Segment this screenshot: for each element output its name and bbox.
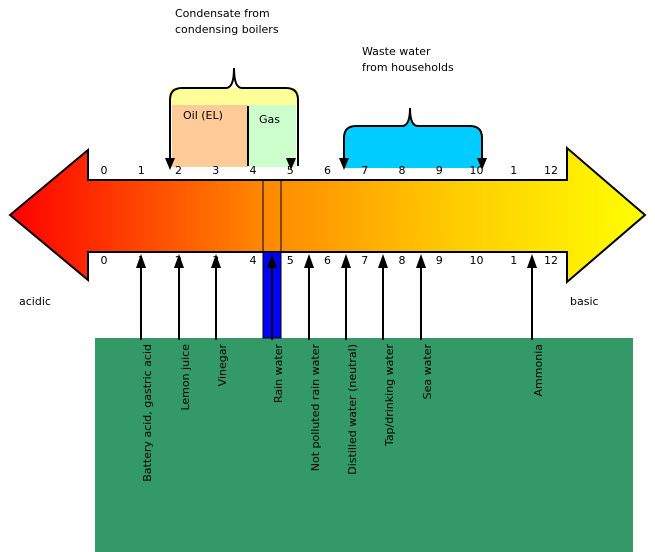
tick-top-4: 4 bbox=[250, 164, 257, 177]
substance-label: Tap/drinking water bbox=[383, 344, 396, 448]
tick-bottom-9: 9 bbox=[436, 254, 443, 267]
tick-top-5: 5 bbox=[287, 164, 294, 177]
substance-label: Sea water bbox=[421, 344, 434, 400]
substance-arrow-head bbox=[527, 254, 537, 268]
substance-label: Vinegar bbox=[216, 344, 229, 387]
tick-bottom-0: 0 bbox=[101, 254, 108, 267]
ph-arrow bbox=[8, 145, 647, 285]
substance-arrow-head bbox=[304, 254, 314, 268]
condensate-bracket bbox=[165, 67, 299, 170]
tick-top-8: 8 bbox=[399, 164, 406, 177]
condensate-label-line1: Condensate from bbox=[175, 7, 270, 20]
substance-marker: Ammonia bbox=[527, 254, 545, 396]
waste-water-bracket bbox=[339, 107, 487, 170]
substance-arrow-head bbox=[136, 254, 146, 268]
tick-bottom-10: 10 bbox=[470, 254, 484, 267]
substance-marker: Rain water bbox=[267, 254, 285, 403]
tick-top-2: 2 bbox=[175, 164, 182, 177]
substance-marker: Battery acid, gastric acid bbox=[136, 254, 154, 482]
tick-top-11: 1 bbox=[510, 164, 517, 177]
substance-marker: Vinegar bbox=[211, 254, 229, 386]
condensate-label-line2: condensing boilers bbox=[175, 23, 279, 36]
waste-water-label-line1: Waste water bbox=[362, 45, 431, 58]
tick-bottom-7: 7 bbox=[361, 254, 368, 267]
tick-bottom-12: 12 bbox=[544, 254, 558, 267]
acidic-label: acidic bbox=[19, 295, 51, 308]
substance-panel bbox=[95, 338, 633, 552]
basic-label: basic bbox=[570, 295, 599, 308]
substance-label: Not polluted rain water bbox=[309, 344, 322, 472]
substance-marker: Tap/drinking water bbox=[378, 254, 396, 447]
tick-top-6: 6 bbox=[324, 164, 331, 177]
tick-bottom-4: 4 bbox=[250, 254, 257, 267]
tick-top-10: 10 bbox=[470, 164, 484, 177]
tick-bottom-5: 5 bbox=[287, 254, 294, 267]
substance-label: Ammonia bbox=[532, 344, 545, 396]
substance-marker: Sea water bbox=[416, 254, 434, 399]
substance-arrow-head bbox=[267, 254, 277, 268]
tick-top-12: 12 bbox=[544, 164, 558, 177]
substance-label: Battery acid, gastric acid bbox=[141, 344, 154, 482]
waste-water-label-line2: from households bbox=[362, 61, 454, 74]
tick-top-3: 3 bbox=[212, 164, 219, 177]
tick-bottom-8: 8 bbox=[399, 254, 406, 267]
oil-range bbox=[172, 105, 248, 167]
substance-marker: Not polluted rain water bbox=[304, 254, 322, 471]
tick-bottom-11: 1 bbox=[510, 254, 517, 267]
tick-top-0: 0 bbox=[101, 164, 108, 177]
tick-top-7: 7 bbox=[361, 164, 368, 177]
substance-markers: Battery acid, gastric acid Lemon juice Vin… bbox=[136, 254, 545, 482]
substance-marker: Lemon juice bbox=[174, 254, 192, 411]
substance-label: Distilled water (neutral) bbox=[346, 344, 359, 475]
substance-arrow-head bbox=[341, 254, 351, 268]
substance-label: Lemon juice bbox=[179, 344, 192, 411]
substance-arrow-head bbox=[416, 254, 426, 268]
substance-arrow-head bbox=[211, 254, 221, 268]
substance-arrow-head bbox=[174, 254, 184, 268]
substance-marker: Distilled water (neutral) bbox=[341, 254, 359, 475]
substance-label: Rain water bbox=[272, 344, 285, 403]
tick-top-9: 9 bbox=[436, 164, 443, 177]
substance-arrow-head bbox=[378, 254, 388, 268]
gas-label: Gas bbox=[259, 113, 280, 126]
tick-top-1: 1 bbox=[138, 164, 145, 177]
tick-bottom-6: 6 bbox=[324, 254, 331, 267]
gas-range bbox=[248, 105, 296, 167]
oil-label: Oil (EL) bbox=[183, 109, 223, 122]
